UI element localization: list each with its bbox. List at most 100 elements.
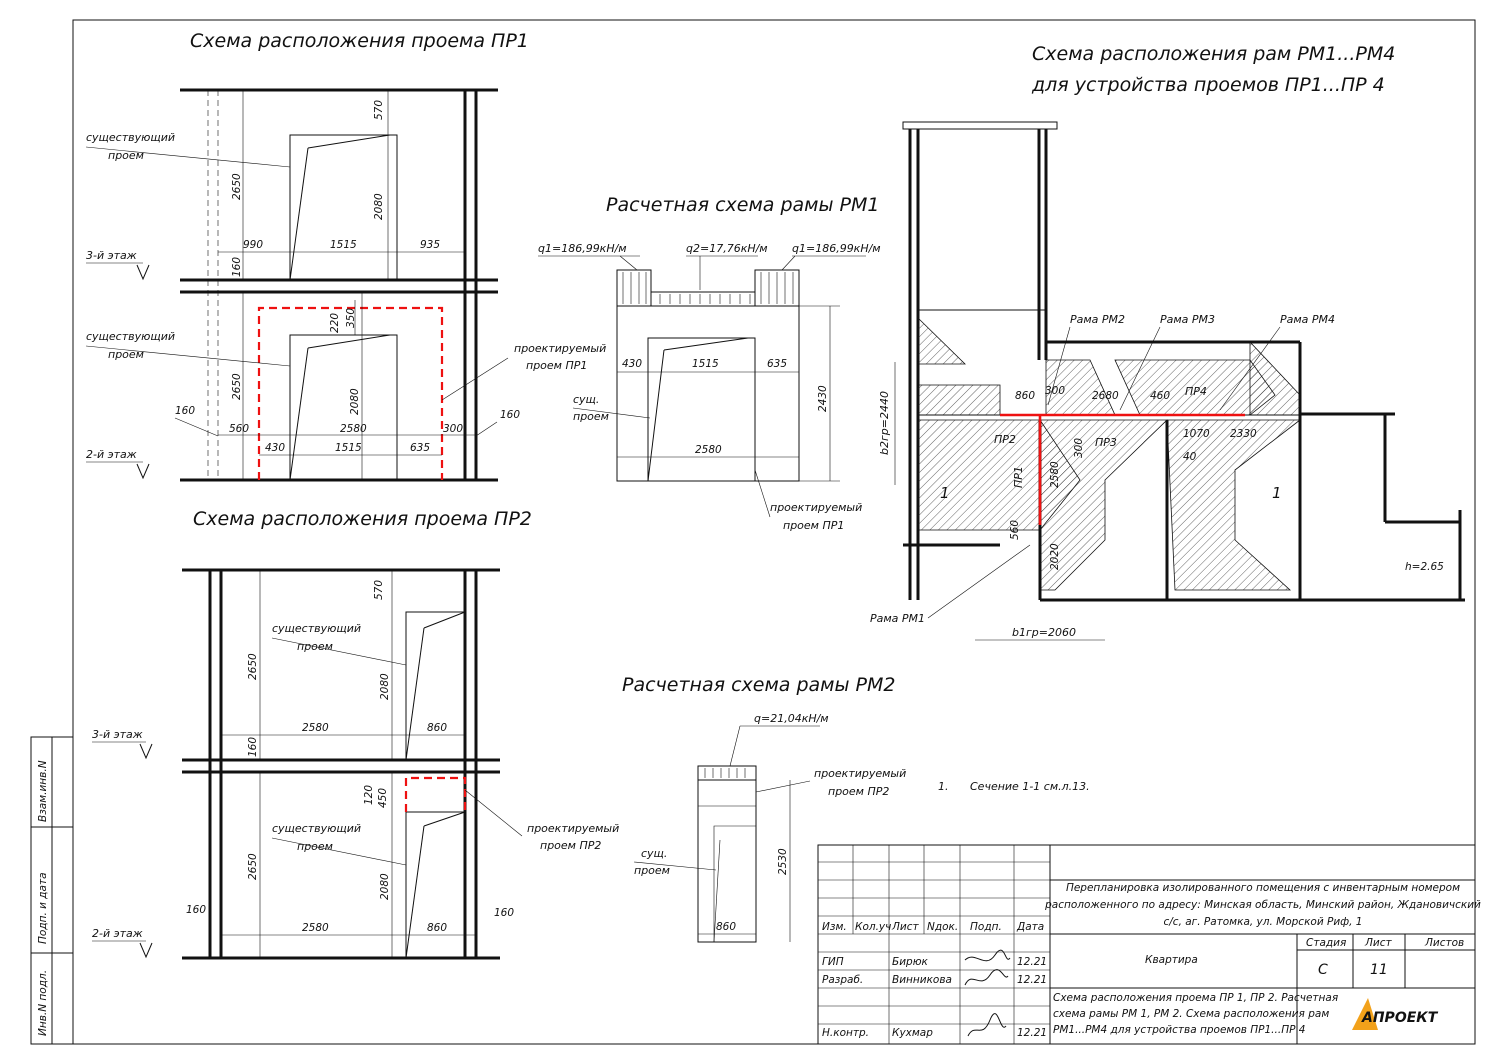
tb-row3-date: 12.21 <box>1017 1027 1047 1039</box>
plan-dim-2580: 2580 <box>1049 461 1061 488</box>
plan-dim-2020: 2020 <box>1049 543 1061 570</box>
tb-row1-date: 12.21 <box>1017 956 1047 968</box>
rm1-dim-2430: 2430 <box>817 385 829 412</box>
plan-rama-pm3: Рама РМ3 <box>1160 313 1215 326</box>
rm2-calc-title: Расчетная схема рамы РМ2 <box>622 674 895 696</box>
rm1-calc-diagram: q1=186,99кН/м q2=17,76кН/м q1=186,99кН/м <box>538 242 881 532</box>
plan-b1: b1гр=2060 <box>1012 626 1076 639</box>
logo-accent-triangle <box>1352 998 1378 1030</box>
pr2-elevation <box>182 568 500 960</box>
tb-sheets-header: Листов <box>1424 937 1464 949</box>
pr1-designed-label-2: проем ПР1 <box>526 359 587 372</box>
plan-rama-pm4: Рама РМ4 <box>1280 313 1335 326</box>
rm1-designed-1: проектируемый <box>770 501 862 514</box>
pr1-dim-990: 990 <box>243 239 263 251</box>
pr1-dim-2580: 2580 <box>340 423 367 435</box>
plan-dim-1070: 1070 <box>1183 428 1210 440</box>
plan-h: h=2.65 <box>1405 561 1444 573</box>
pr2-floor2-label: 2-й этаж <box>92 927 143 940</box>
plan-dim-460: 460 <box>1150 390 1170 402</box>
tb-izm: Изм. <box>822 921 847 933</box>
tb-row1-name: Бирюк <box>892 956 929 968</box>
pr1-dim-300: 300 <box>443 423 463 435</box>
rm1-existing-2: проем <box>573 410 609 423</box>
plan-rama-pm1: Рама РМ1 <box>870 612 925 625</box>
side-stamp: Взам.инв.N Подп. и дата Инв.N подл. <box>30 736 74 1045</box>
tb-row1-role: ГИП <box>822 956 844 968</box>
rm2-existing-1: сущ. <box>641 847 667 860</box>
tb-row2-date: 12.21 <box>1017 974 1047 986</box>
pr1-dim-935: 935 <box>420 239 440 251</box>
tb-stage-header: Стадия <box>1306 937 1346 949</box>
rm1-dim-1515: 1515 <box>692 358 719 370</box>
plan-pr2: ПР2 <box>994 433 1016 446</box>
pr2-existing-label-3: существующий <box>272 822 361 835</box>
pr1-scheme-title: Схема расположения проема ПР1 <box>190 30 529 52</box>
plan-dim-300a: 300 <box>1045 385 1065 397</box>
rm1-q1-left: q1=186,99кН/м <box>538 242 627 255</box>
tb-stage: С <box>1318 962 1328 978</box>
tb-sheet-title-l2: схема рамы РМ 1, РМ 2. Схема расположени… <box>1053 1008 1329 1020</box>
tb-row2-name: Винникова <box>892 974 952 986</box>
tb-sheet-header: Лист <box>1364 937 1392 949</box>
pr1-dim-2080-bot: 2080 <box>349 388 361 415</box>
pr1-existing-label-2: проем <box>108 149 144 162</box>
plan-section-1-left: 1 <box>940 484 950 502</box>
rm1-q1-right: q1=186,99кН/м <box>792 242 881 255</box>
plan-dim-40: 40 <box>1183 451 1197 463</box>
plan-pr3: ПР3 <box>1095 436 1117 449</box>
pr1-designed-label-1: проектируемый <box>514 342 606 355</box>
sheet-frame <box>72 19 1476 1045</box>
tb-sheet-title-l3: РМ1...РМ4 для устройства проемов ПР1...П… <box>1053 1024 1305 1036</box>
pr1-dim-560: 560 <box>229 423 249 435</box>
pr1-floor3-label: 3-й этаж <box>86 249 137 262</box>
pr1-dim-350: 350 <box>345 308 357 328</box>
tb-list: Лист <box>891 921 919 933</box>
pr2-dim-860-bot: 860 <box>427 922 447 934</box>
pr2-floor3-label: 3-й этаж <box>92 728 143 741</box>
tb-object: Квартира <box>1145 954 1198 966</box>
pr2-dim-450: 450 <box>377 788 389 808</box>
rm2-dim-860: 860 <box>716 921 736 933</box>
rm1-existing-1: сущ. <box>573 393 599 406</box>
pr1-dim-160-a: 160 <box>231 257 243 277</box>
podp-data-label: Подп. и дата <box>37 872 49 944</box>
pr1-floor2-label: 2-й этаж <box>86 448 137 461</box>
note-text: Сечение 1-1 см.л.13. <box>970 780 1090 793</box>
pr2-dim-2080-top: 2080 <box>379 673 391 700</box>
tb-row3-name: Кухмар <box>892 1027 933 1039</box>
tb-project-l3: с/с, аг. Ратомка, ул. Морской Риф, 1 <box>1163 916 1362 928</box>
logo-text: АПРОЕКТ <box>1361 1010 1439 1026</box>
tb-data: Дата <box>1016 921 1044 933</box>
rm2-calc-diagram: q=21,04кН/м 2530 860 проектируемый проем… <box>633 712 906 943</box>
pr2-dim-120: 120 <box>363 785 375 805</box>
pr2-dim-160-a: 160 <box>247 737 259 757</box>
pr2-dim-570: 570 <box>373 580 385 600</box>
pr1-dim-570: 570 <box>373 100 385 120</box>
pr1-dim-1515-top: 1515 <box>330 239 357 251</box>
tb-project-l2: расположенного по адресу: Минская област… <box>1044 899 1481 911</box>
pr1-dim-1515-bot: 1515 <box>335 442 362 454</box>
title-block: Изм. Кол.уч Лист Nдок. Подп. Дата ГИП Би… <box>817 844 1481 1045</box>
tb-podp: Подп. <box>970 921 1002 933</box>
vzam-inv-label: Взам.инв.N <box>37 760 49 822</box>
plan-dim-560: 560 <box>1009 520 1021 540</box>
pr2-labels: существующий проем существующий проем 3-… <box>92 580 619 959</box>
pr1-dim-2080-top: 2080 <box>373 193 385 220</box>
pr1-existing-label-3: существующий <box>86 330 175 343</box>
plan-dim-2330: 2330 <box>1230 428 1257 440</box>
frames-plan-labels: Рама РМ2 Рама РМ3 Рама РМ4 Рама РМ1 860 … <box>870 313 1444 639</box>
rm2-existing-2: проем <box>634 864 670 877</box>
plan-dim-300b: 300 <box>1073 438 1085 458</box>
rm1-q2: q2=17,76кН/м <box>686 242 768 255</box>
pr2-dim-860-top: 860 <box>427 722 447 734</box>
plan-dim-2680: 2680 <box>1092 390 1119 402</box>
pr2-dim-2580-top: 2580 <box>302 722 329 734</box>
company-logo: АПРОЕКТ <box>1352 998 1439 1030</box>
rm2-q: q=21,04кН/м <box>754 712 829 725</box>
tb-koluch: Кол.уч <box>855 921 891 933</box>
frames-plan <box>894 121 1465 641</box>
tb-project-l1: Перепланировка изолированного помещения … <box>1066 882 1460 894</box>
pr1-dim-2650-top: 2650 <box>231 173 243 200</box>
